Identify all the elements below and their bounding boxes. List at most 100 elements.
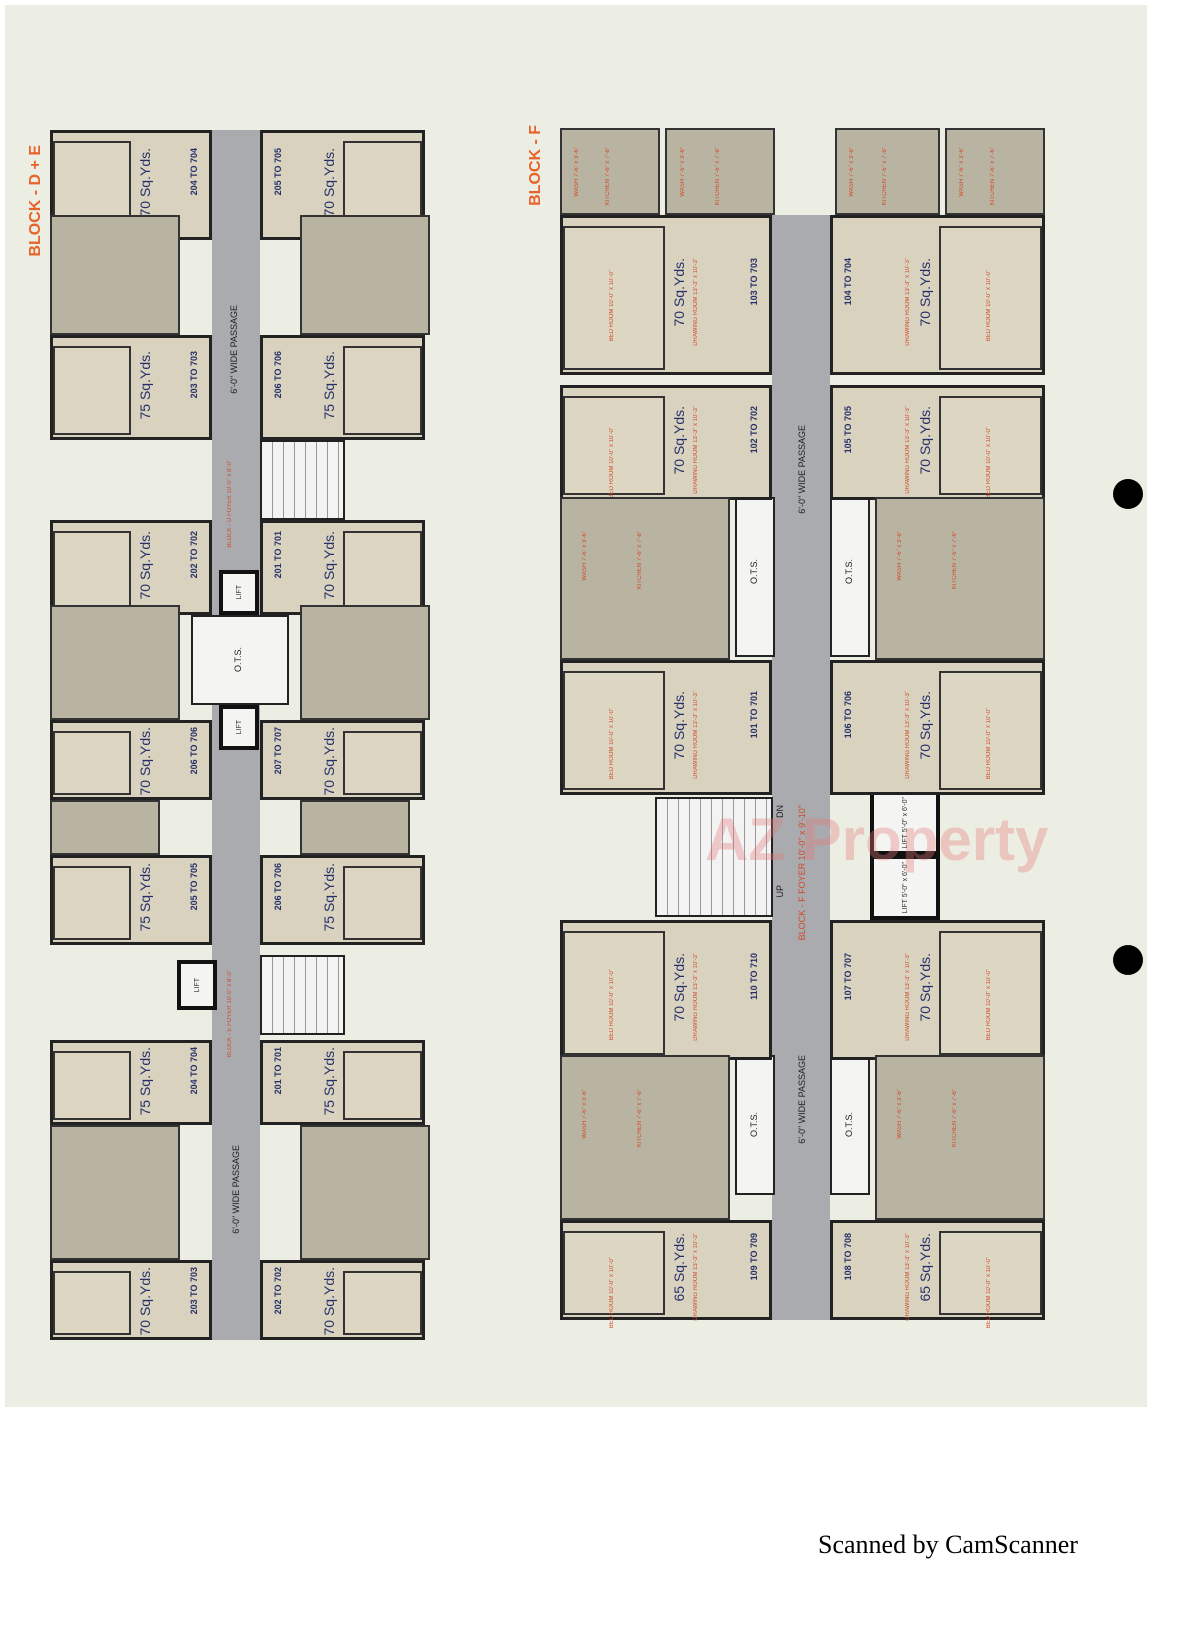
unit-numbers: 108 TO 708 [843,1233,853,1281]
unit-block-de-right: 70 Sq.Yds.207 TO 707 [260,720,425,800]
kitchen-label: KITCHEN 7'-6" x 7'-6" [990,146,997,205]
bed-room [343,346,422,435]
bed-room-label: BED ROOM 10'-0" x 10'-0" [985,707,992,779]
unit-numbers: 110 TO 710 [749,953,759,1000]
bed-room: BED ROOM 10'-0" x 10'-0" [563,1231,665,1328]
bed-room [53,1271,131,1335]
bed-room-label: BED ROOM 10'-0" x 10'-0" [985,969,992,1041]
drawing-room-label: DRAWING ROOM 13'-3" x 10'-3" [693,690,699,779]
binder-hole [1113,479,1143,509]
unit-numbers: 201 TO 701 [273,530,283,578]
wash-label: WASH 7'-6" x 3'-6" [896,530,903,581]
block-e-lift: LIFT [177,960,217,1010]
wet-area [300,800,410,855]
block-f-ots-3: O.T.S. [735,1055,775,1195]
unit-numbers: 204 TO 704 [189,148,199,196]
unit-area: 75 Sq.Yds. [137,350,153,420]
unit-numbers: 107 TO 707 [843,953,853,1001]
unit-area: 75 Sq.Yds. [321,1047,337,1116]
unit-numbers: 105 TO 705 [843,405,853,453]
unit-area: 75 Sq.Yds. [137,1047,153,1116]
unit-block-de-right: 70 Sq.Yds.201 TO 701 [260,520,425,615]
unit-area: 70 Sq.Yds. [917,953,933,1022]
unit-area: 65 Sq.Yds. [671,1233,687,1302]
kitchen-label: KITCHEN 7'-6" x 7'-6" [605,146,612,205]
unit-numbers: 202 TO 702 [189,530,199,578]
bed-room-label: BED ROOM 10'-0" x 10'-0" [985,1257,992,1329]
wet-area [300,605,430,720]
unit-block-f-left: BED ROOM 10'-0" x 10'-0"70 Sq.Yds.103 TO… [560,215,772,375]
kitchen-label: KITCHEN 7'-6" x 7'-6" [882,146,889,205]
bed-room [343,731,422,795]
unit-numbers: 204 TO 704 [189,1047,199,1095]
drawing-room-label: DRAWING ROOM 13'-3" x 10'-3" [905,953,911,1041]
wet-area: KITCHEN 7'-6" x 7'-6" WASH 7'-6" x 3'-6" [875,497,1045,660]
unit-block-de-right: 75 Sq.Yds.206 TO 706 [260,335,425,440]
unit-area: 70 Sq.Yds. [917,258,933,327]
block-de-title: BLOCK - D + E [27,145,44,257]
drawing-room-label: DRAWING ROOM 13'-3" x 10'-3" [905,258,911,346]
bed-room-label: BED ROOM 10'-0" x 10'-0" [609,707,616,779]
unit-block-f-left: BED ROOM 10'-0" x 10'-0"65 Sq.Yds.109 TO… [560,1220,772,1328]
unit-area: 70 Sq.Yds. [137,530,153,600]
unit-area: 70 Sq.Yds. [671,690,687,760]
unit-numbers: 203 TO 703 [189,1267,199,1315]
wet-area [300,1125,430,1260]
bed-room [53,1051,131,1120]
unit-area: 70 Sq.Yds. [137,727,153,796]
drawing-room-label: DRAWING ROOM 13'-3" x 10'-3" [905,405,911,494]
drawing-room-label: DRAWING ROOM 13'-3" x 10'-3" [905,1233,911,1321]
bed-room-label: BED ROOM 10'-0" x 10'-0" [609,426,616,498]
unit-area: 70 Sq.Yds. [137,1267,153,1336]
block-f-title: BLOCK - F [527,125,544,206]
unit-numbers: 102 TO 702 [749,405,759,453]
unit-area: 75 Sq.Yds. [321,863,337,932]
bed-room: BED ROOM 10'-0" x 10'-0" [939,396,1042,498]
unit-block-f-left: BED ROOM 10'-0" x 10'-0"70 Sq.Yds.110 TO… [560,920,772,1060]
unit-block-f-right: BED ROOM 10'-0" x 10'-0"70 Sq.Yds.106 TO… [830,660,1045,795]
block-d-lift: LIFT [219,570,259,615]
block-e-stair [260,955,345,1035]
bed-room: BED ROOM 10'-0" x 10'-0" [939,671,1042,790]
unit-block-f-left: BED ROOM 10'-0" x 10'-0" 70 Sq.Yds. 102 TO… [560,385,772,500]
unit-area: 75 Sq.Yds. [137,863,153,932]
unit-numbers: 202 TO 702 [273,1267,283,1315]
bed-room-label: BED ROOM 10'-0" x 10'-0" [985,426,992,498]
kitchen-label: KITCHEN 7'-6" x 7'-6" [951,1089,958,1148]
unit-block-de-left: 75 Sq.Yds.203 TO 703 [50,335,212,440]
bed-room [343,1271,422,1335]
binder-hole [1113,945,1143,975]
unit-block-f-right: BED ROOM 10'-0" x 10'-0"70 Sq.Yds.105 TO… [830,385,1045,500]
wash-label: WASH 7'-6" x 3'-6" [581,1089,588,1139]
watermark: AZ Property [705,806,1049,873]
kitchen-label: KITCHEN 7'-6" x 7'-6" [951,530,958,590]
block-f-stair [655,797,773,917]
unit-block-de-left: 75 Sq.Yds. 204 TO 704 [50,1040,212,1125]
wash-label: WASH 7'-6" x 3'-6" [958,146,965,197]
block-f-passage-label-2: 6'-0" WIDE PASSAGE [797,1055,807,1144]
unit-area: 70 Sq.Yds. [671,405,687,475]
bed-room [53,866,131,940]
bed-room-label: BED ROOM 10'-0" x 10'-0" [609,1257,616,1329]
wet-area [50,800,160,855]
unit-numbers: 205 TO 705 [273,148,283,196]
stair-up-label: UP [775,885,785,898]
kitchen-label: KITCHEN 7'-6" x 7'-6" [714,146,721,205]
wash-label: WASH 7'-6" x 3'-6" [573,146,580,197]
block-f-passage [772,215,830,1320]
wet-area [50,605,180,720]
block-de-ots: O.T.S. [191,615,289,705]
block-f-passage-label-1: 6'-0" WIDE PASSAGE [797,425,807,514]
unit-block-f-right: BED ROOM 10'-0" x 10'-0"65 Sq.Yds.108 TO… [830,1220,1045,1328]
bed-room [53,731,131,795]
wet-area: KITCHEN 7'-6" x 7'-6"WASH 7'-6" x 3'-6" [560,1055,730,1220]
unit-block-f-right: BED ROOM 10'-0" x 10'-0" 70 Sq.Yds. 107 TO… [830,920,1045,1060]
drawing-room-label: DRAWING ROOM 13'-3" x 10'-3" [905,690,911,779]
bed-room [343,866,422,940]
bed-room [343,1051,422,1120]
wash-label: WASH 7'-6" x 3'-6" [849,146,856,197]
unit-block-de-left: 70 Sq.Yds. 206 TO 706 [50,720,212,800]
block-f-lift-2: LIFT 5'-0" x 6'-0" [870,855,940,920]
unit-numbers: 206 TO 706 [189,727,199,775]
block-f-ots-2: O.T.S. [830,497,870,657]
